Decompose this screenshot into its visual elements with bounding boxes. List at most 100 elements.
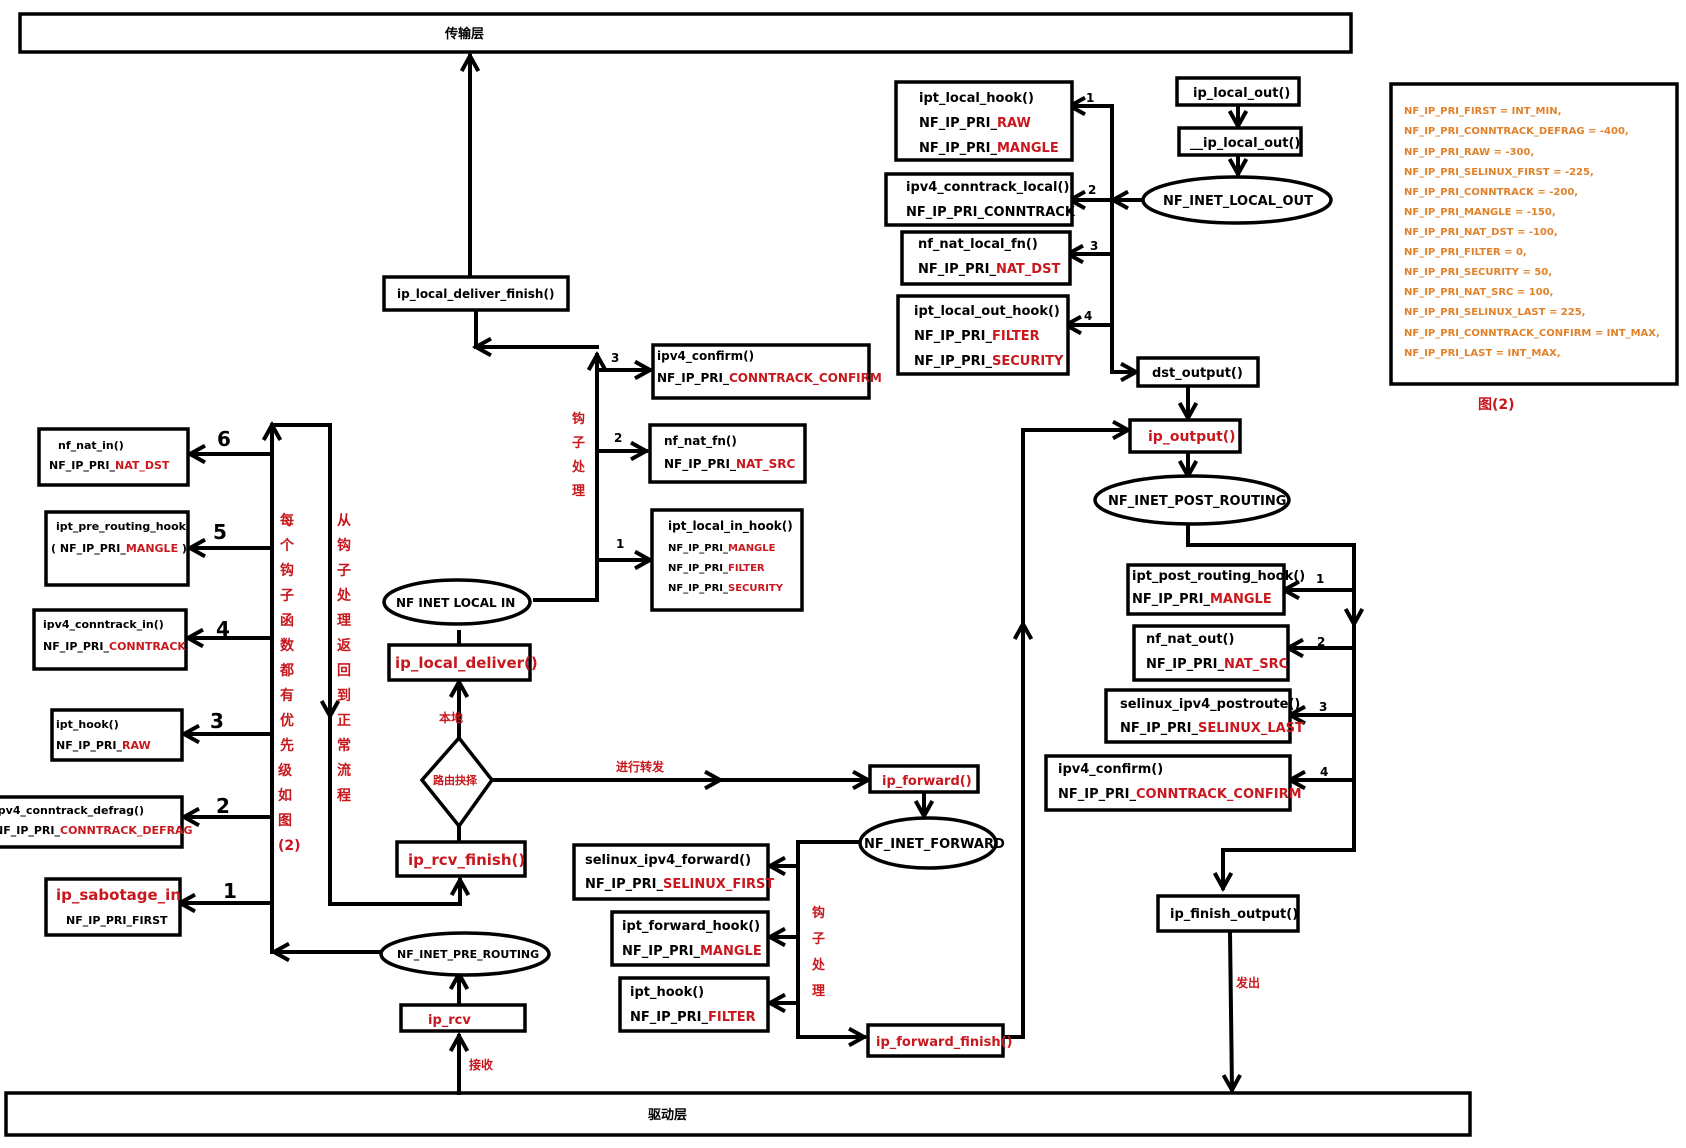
- svg-text:个: 个: [279, 537, 295, 554]
- local-out-ellipse: NF_INET_LOCAL_OUT: [1141, 175, 1333, 225]
- ip-local-deliver-label: ip_local_deliver(): [395, 654, 538, 672]
- ip-rcv-label: ip_rcv: [428, 1013, 471, 1028]
- forward-hook-3: ipt_hook() NF_IP_PRI_FILTER: [618, 976, 770, 1033]
- priority-note: 每 个 钩 子 函 数 都 有 优 先 级 如 图 (2): [278, 512, 301, 854]
- svg-text:NF_IP_PRI_CONNTRACK_CONFIRM: NF_IP_PRI_CONNTRACK_CONFIRM: [1058, 787, 1302, 802]
- svg-text:有: 有: [280, 687, 294, 704]
- svg-text:都: 都: [279, 663, 294, 679]
- local-in-hook-1: ipt_local_in_hook() NF_IP_PRI_MANGLE NF_…: [616, 508, 804, 612]
- forward-hook-note: 钩子处理: [811, 905, 826, 999]
- nf-inet-forward-label: NF_INET_FORWARD: [864, 837, 1005, 852]
- forward-hook-2: ipt_forward_hook() NF_IP_PRI_MANGLE: [610, 910, 770, 967]
- svg-text:图: 图: [278, 813, 292, 829]
- send-label: 发出: [1235, 975, 1260, 990]
- local-out-label: NF_INET_LOCAL_OUT: [1163, 194, 1313, 209]
- svg-text:NF_IP_PRI_LAST = INT_MAX,: NF_IP_PRI_LAST = INT_MAX,: [1404, 348, 1561, 359]
- ip-local-deliver-box: ip_local_deliver(): [387, 643, 538, 682]
- pre-hook-6: nf_nat_in() NF_IP_PRI_NAT_DST 6: [37, 427, 231, 487]
- ip-output-label: ip_output(): [1148, 429, 1236, 445]
- local-out-hook-4-num: 4: [1084, 309, 1092, 323]
- svg-text:NF_IP_PRI_CONNTRACK_CONFIRM =: NF_IP_PRI_CONNTRACK_CONFIRM = INT_MAX,: [1404, 328, 1660, 339]
- ip-forward-label: ip_forward(): [882, 774, 972, 789]
- pre-hook-5-num: 5: [213, 520, 227, 544]
- local-out-hook-2: ipv4_conntrack_local() NF_IP_PRI_CONNTRA…: [884, 172, 1096, 227]
- local-out-hook-1: ipt_local_hook() NF_IP_PRI_RAW NF_IP_PRI…: [894, 80, 1094, 162]
- receive-label: 接收: [469, 1057, 493, 1072]
- svg-text:NF_IP_PRI_FILTER: NF_IP_PRI_FILTER: [914, 329, 1040, 344]
- pre-hook-1-num: 1: [223, 879, 237, 903]
- local-out-hook-1-fn: ipt_local_hook(): [919, 91, 1034, 106]
- svg-text:NF_IP_PRI_SELINUX_FIRST: NF_IP_PRI_SELINUX_FIRST: [585, 877, 774, 892]
- pre-hook-2-num: 2: [216, 794, 230, 818]
- local-in-hook-2-fn: nf_nat_fn(): [664, 434, 737, 449]
- svg-text:NF_IP_PRI_FILTER: NF_IP_PRI_FILTER: [630, 1010, 756, 1025]
- svg-text:NF_IP_PRI_NAT_SRC: NF_IP_PRI_NAT_SRC: [664, 457, 795, 472]
- local-in-hook-1-num: 1: [616, 537, 624, 551]
- driver-layer-label: 驱动层: [648, 1108, 687, 1123]
- transport-layer-label: 传输层: [444, 26, 484, 42]
- ip-rcv-finish-box: ip_rcv_finish(): [395, 840, 527, 878]
- local-in-hook-note: 钩子处理: [571, 411, 586, 499]
- local-in-hook-3-fn: ipv4_confirm(): [657, 349, 754, 364]
- pre-hook-1: ip_sabotage_in NF_IP_PRI_FIRST 1: [44, 877, 237, 937]
- post-hook-4-num: 4: [1320, 765, 1328, 779]
- forward-hook-1: selinux_ipv4_forward() NF_IP_PRI_SELINUX…: [572, 843, 774, 901]
- local-out-hook-4-fn: ipt_local_out_hook(): [914, 304, 1060, 319]
- ip-local-out-label: ip_local_out(): [1193, 86, 1290, 101]
- local-out-hook-1-num: 1: [1086, 91, 1094, 105]
- post-hook-2-num: 2: [1317, 635, 1325, 649]
- local-out-hook-4: ipt_local_out_hook() NF_IP_PRI_FILTER NF…: [896, 294, 1092, 376]
- svg-text:正: 正: [337, 713, 351, 729]
- local-out-hook-2-pri: NF_IP_PRI_CONNTRACK: [906, 205, 1076, 220]
- svg-text:NF_IP_PRI_CONNTRACK_CONFIRM: NF_IP_PRI_CONNTRACK_CONFIRM: [657, 371, 882, 386]
- ip-rcv-finish-label: ip_rcv_finish(): [408, 851, 525, 869]
- pre-hook-6-num: 6: [217, 427, 231, 451]
- local-out-hook-3: nf_nat_local_fn() NF_IP_PRI_NAT_DST 3: [900, 230, 1098, 286]
- svg-text:处: 处: [336, 587, 352, 604]
- svg-text:NF_IP_PRI_NAT_SRC: NF_IP_PRI_NAT_SRC: [1146, 657, 1288, 672]
- dst-output-box: dst_output(): [1136, 356, 1260, 388]
- pre-hook-5-fn: ipt_pre_routing_hook: [56, 520, 187, 533]
- local-in-hook-2-num: 2: [614, 431, 622, 445]
- connectors: [180, 56, 1354, 1095]
- svg-text:NF_IP_PRI_CONNTRACK_DEFRAG = -: NF_IP_PRI_CONNTRACK_DEFRAG = -400,: [1404, 126, 1629, 137]
- svg-text:函: 函: [280, 613, 294, 629]
- svg-text:NF_IP_PRI_SELINUX_LAST = 225,: NF_IP_PRI_SELINUX_LAST = 225,: [1404, 307, 1585, 318]
- local-out-hook-2-num: 2: [1088, 183, 1096, 197]
- ip-finish-output-box: ip_finish_output(): [1156, 894, 1300, 933]
- svg-text:NF_IP_PRI_MANGLE: NF_IP_PRI_MANGLE: [1132, 592, 1272, 607]
- post-routing-label: NF_INET_POST_ROUTING: [1108, 494, 1286, 509]
- local-in-hook-3-num: 3: [611, 351, 619, 365]
- pre-hook-1-pri: NF_IP_PRI_FIRST: [66, 914, 168, 927]
- local-out-hook-2-fn: ipv4_conntrack_local(): [906, 180, 1069, 195]
- priority-legend: NF_IP_PRI_FIRST = INT_MIN, NF_IP_PRI_CON…: [1389, 82, 1679, 386]
- post-hook-3-num: 3: [1319, 700, 1327, 714]
- __ip-local-out-label: __ip_local_out(): [1190, 136, 1300, 151]
- pre-hook-3-pri: NF_IP_PRI_RAW: [56, 739, 151, 752]
- pre-routing-label: NF_INET_PRE_ROUTING: [397, 948, 539, 961]
- post-hook-1-fn: ipt_post_routing_hook(): [1132, 569, 1305, 584]
- pre-hook-1-fn: ip_sabotage_in: [56, 886, 181, 904]
- pre-hook-6-fn: nf_nat_in(): [58, 439, 124, 452]
- svg-text:到: 到: [337, 688, 351, 704]
- pre-hook-4: ipv4_conntrack_in() NF_IP_PRI_CONNTRACK …: [32, 608, 230, 671]
- pre-hook-5: ipt_pre_routing_hook ( NF_IP_PRI_MANGLE …: [44, 510, 227, 587]
- transport-layer: 传输层: [18, 12, 1353, 54]
- ip-local-deliver-finish-label: ip_local_deliver_finish(): [397, 287, 554, 302]
- local-out-hook-3-num: 3: [1090, 239, 1098, 253]
- ip-forward-box: ip_forward(): [868, 764, 980, 794]
- pre-hook-4-fn: ipv4_conntrack_in(): [43, 618, 164, 631]
- svg-text:NF_IP_PRI_RAW: NF_IP_PRI_RAW: [919, 116, 1031, 131]
- svg-text:NF_IP_PRI_RAW = -300,: NF_IP_PRI_RAW = -300,: [1404, 147, 1534, 158]
- pre-hook-2: ipv4_conntrack_defrag() NF_IP_PRI_CONNTR…: [0, 794, 230, 849]
- post-hook-2-fn: nf_nat_out(): [1146, 632, 1234, 647]
- route-decision-label: 路由抉择: [433, 773, 478, 787]
- forward-hook-2-fn: ipt_forward_hook(): [622, 919, 760, 934]
- post-routing-ellipse: NF_INET_POST_ROUTING: [1093, 474, 1291, 526]
- svg-text:NF_IP_PRI_SECURITY: NF_IP_PRI_SECURITY: [668, 583, 784, 594]
- svg-text:NF_IP_PRI_NAT_SRC = 100,: NF_IP_PRI_NAT_SRC = 100,: [1404, 287, 1553, 298]
- route-decision-diamond: 路由抉择: [419, 735, 495, 829]
- return-note: 从 钩 子 处 理 返 回 到 正 常 流 程: [336, 513, 352, 804]
- local-in-hook-3: ipv4_confirm() NF_IP_PRI_CONNTRACK_CONFI…: [611, 343, 882, 400]
